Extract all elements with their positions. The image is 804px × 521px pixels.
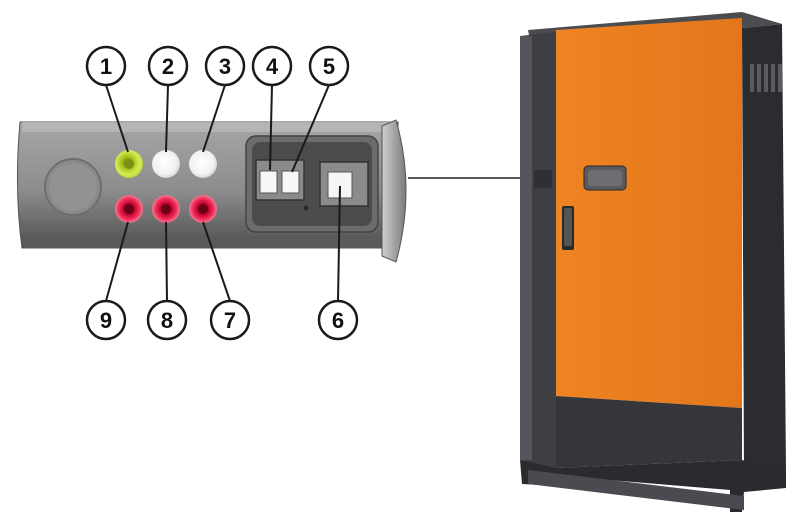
callout-leader-1 [105, 84, 129, 153]
callout-label-7: 7 [224, 308, 236, 333]
control-panel [16, 119, 407, 263]
callout-label-9: 9 [100, 308, 112, 333]
callout-leader-2 [165, 84, 169, 153]
callout-label-5: 5 [323, 54, 335, 79]
callout-circle-7 [209, 299, 251, 341]
led-7-red [189, 195, 217, 223]
callouts-bottom: 9 8 7 6 [85, 185, 359, 341]
callout-circle-9 [85, 299, 127, 341]
callout-label-2: 2 [162, 54, 174, 79]
led-2-white [152, 150, 180, 178]
callout-circle-2 [147, 45, 189, 87]
callout-label-6: 6 [332, 308, 344, 333]
led-1-green [115, 150, 143, 178]
callout-circle-8 [146, 299, 188, 341]
callout-leader-5 [291, 84, 330, 173]
switch-4-5-double-rocker [255, 159, 305, 201]
led-9-red [115, 195, 143, 223]
cabinet-door-latch [562, 206, 574, 250]
cabinet [520, 12, 786, 512]
vent-slots [750, 64, 782, 92]
callout-circle-3 [204, 45, 246, 87]
callouts-top: 1 2 3 4 5 [85, 45, 350, 173]
led-3-white [189, 150, 217, 178]
callout-circle-5 [308, 45, 350, 87]
callout-label-4: 4 [266, 54, 279, 79]
callout-label-3: 3 [219, 54, 231, 79]
callout-circle-4 [251, 45, 293, 87]
callout-leader-7 [202, 221, 231, 302]
panel-end-cap [381, 119, 407, 263]
callout-label-8: 8 [161, 308, 173, 333]
callout-leader-4 [269, 84, 273, 171]
cabinet-panel-handle [534, 165, 627, 191]
led-8-red [152, 195, 180, 223]
callout-circle-6 [317, 299, 359, 341]
callout-label-1: 1 [100, 54, 112, 79]
callout-circle-1 [85, 45, 127, 87]
callout-leader-8 [165, 221, 168, 302]
callout-leader-3 [202, 84, 226, 153]
callout-leader-9 [105, 221, 129, 302]
callout-leader-6 [337, 185, 341, 302]
cabinet-door [556, 18, 742, 408]
switch-6-rocker [319, 161, 369, 207]
